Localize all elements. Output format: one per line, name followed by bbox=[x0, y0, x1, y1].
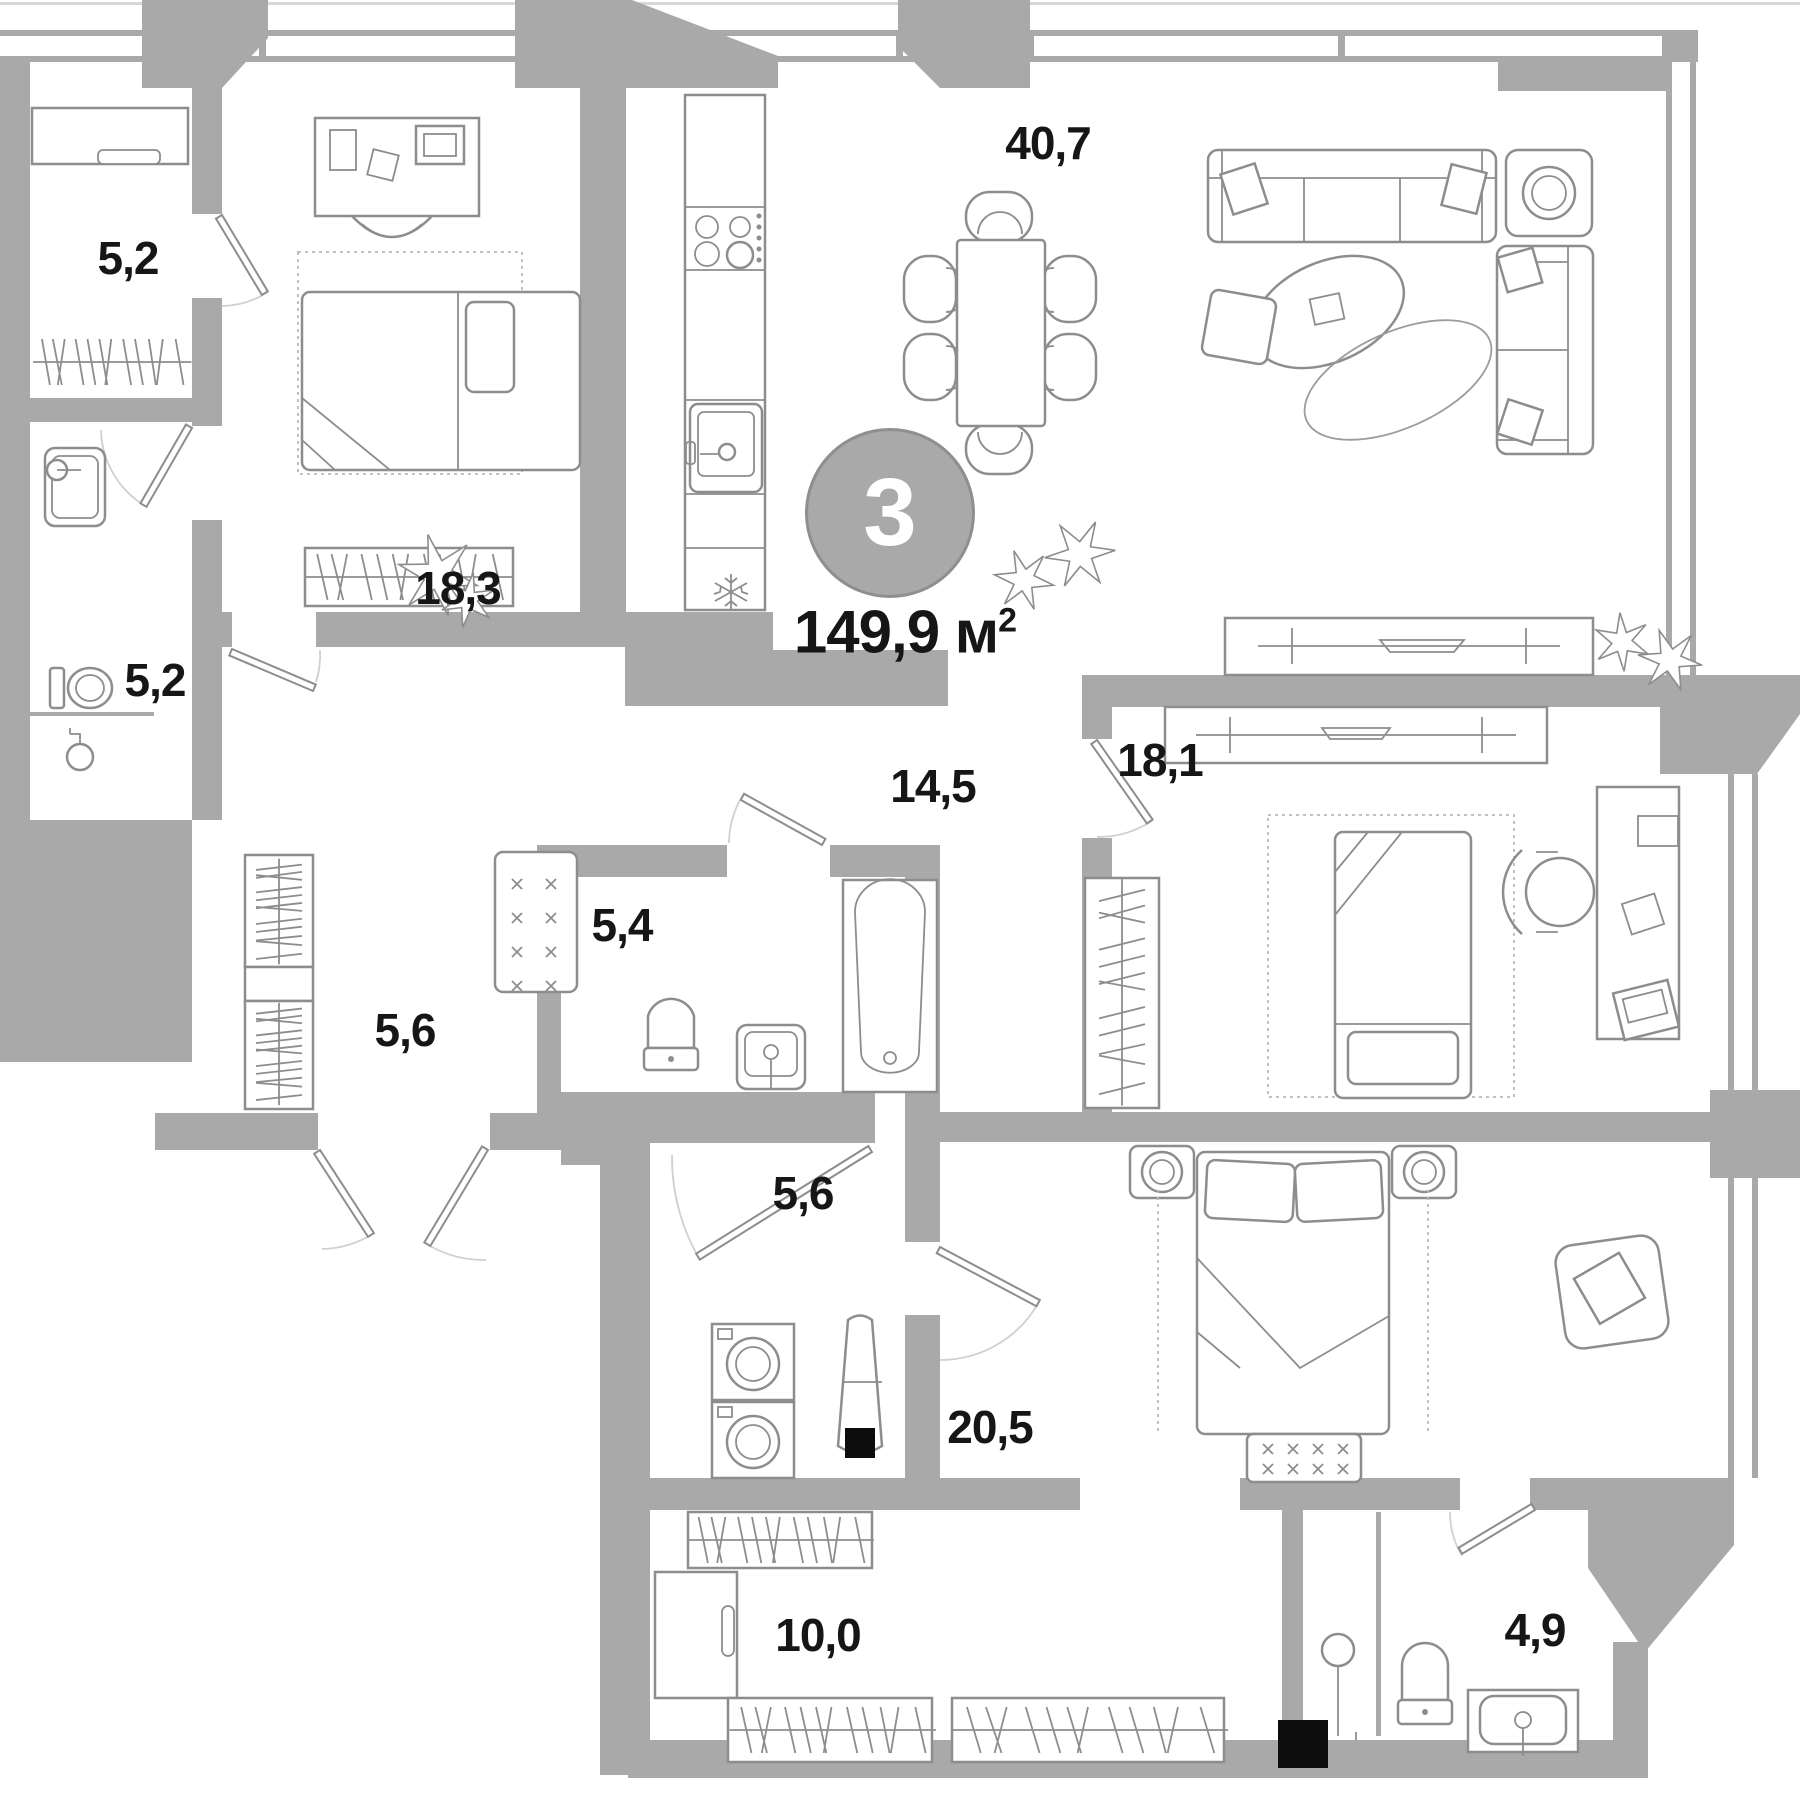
chair-icon bbox=[351, 215, 433, 239]
bed-icon bbox=[300, 290, 582, 472]
washer-icon bbox=[710, 1322, 796, 1402]
door-icon bbox=[1457, 1502, 1537, 1556]
bed-icon bbox=[1333, 830, 1473, 1100]
bedroom2-furniture bbox=[1083, 705, 1681, 1110]
toilet-icon bbox=[1396, 1641, 1454, 1726]
closet-shelf-icon bbox=[30, 106, 193, 386]
sink-icon bbox=[1466, 1688, 1580, 1756]
room-area-label-bedroom-3: 20,5 bbox=[947, 1401, 1034, 1453]
entry-door-icon bbox=[422, 1145, 490, 1248]
desk-icon bbox=[313, 116, 481, 218]
total-area-value: 149,9 bbox=[793, 598, 940, 666]
bathtub-icon bbox=[841, 878, 939, 1094]
dining-table-icon bbox=[902, 190, 1098, 476]
bedroom3-furniture bbox=[1128, 1144, 1670, 1484]
pouf-icon bbox=[1200, 288, 1278, 366]
stove-icon bbox=[694, 213, 762, 270]
room-area-label-bedroom-2: 18,1 bbox=[1117, 734, 1204, 786]
bench-icon bbox=[493, 850, 579, 994]
walkin-wardrobe-furniture bbox=[653, 1510, 1230, 1764]
rug-oval bbox=[1303, 319, 1493, 441]
door-icon bbox=[214, 213, 270, 297]
toilet-icon bbox=[642, 997, 700, 1072]
door-icon bbox=[935, 1245, 1042, 1308]
shower-icon bbox=[65, 728, 95, 772]
double-bed-icon bbox=[1195, 1150, 1391, 1436]
room-area-label-laundry: 5,6 bbox=[772, 1167, 835, 1219]
room-area-label-hallway: 5,6 bbox=[374, 1004, 437, 1056]
armchair-icon bbox=[1554, 1234, 1670, 1350]
bench-icon bbox=[1245, 1432, 1363, 1484]
bathroom-master-fixtures bbox=[1278, 1632, 1580, 1768]
wardrobe-icon bbox=[243, 853, 315, 1111]
room-area-label-bedroom-1: 18,3 bbox=[415, 562, 502, 614]
living-room-furniture bbox=[988, 148, 1709, 701]
entry-door-icon bbox=[312, 1148, 376, 1239]
desk-chair-icon bbox=[1501, 849, 1596, 935]
room-area-label-bathroom-center: 5,4 bbox=[591, 899, 654, 951]
sink-icon bbox=[43, 446, 107, 528]
toilet-icon bbox=[48, 666, 114, 710]
room-area-label-walkin-wardrobe: 10,0 bbox=[775, 1609, 862, 1661]
side-table-lamp-icon bbox=[1504, 148, 1594, 238]
room-area-label-kitchen-living: 40,7 bbox=[1005, 117, 1092, 169]
tv-console-icon bbox=[1163, 705, 1549, 765]
kitchen-sink-icon bbox=[685, 402, 764, 494]
door-icon bbox=[694, 1144, 874, 1261]
partition-line bbox=[30, 712, 154, 716]
total-area-sup: 2 bbox=[998, 601, 1017, 640]
sink-icon bbox=[735, 1023, 807, 1091]
nightstand-icon bbox=[1128, 1144, 1196, 1200]
total-area-unit: м bbox=[939, 598, 999, 666]
kitchen-cabinets bbox=[683, 93, 767, 612]
wardrobe-icon bbox=[1083, 875, 1161, 1110]
door-icon bbox=[227, 647, 318, 693]
nightstand-icon bbox=[1390, 1144, 1458, 1200]
fridge-snowflake-icon bbox=[713, 574, 749, 610]
room-area-label-bathroom-left: 5,2 bbox=[124, 654, 187, 706]
rug bbox=[1157, 1190, 1429, 1434]
door-icon bbox=[1089, 738, 1155, 825]
tv-console-icon bbox=[1223, 616, 1595, 677]
bathroom-center-fixtures bbox=[642, 878, 939, 1094]
ironing-board-icon bbox=[836, 1314, 884, 1458]
room-area-label-wardrobe-top-left: 5,2 bbox=[97, 232, 160, 284]
bedroom1-furniture bbox=[297, 116, 582, 637]
total-area-label: 149,9 м2 bbox=[793, 598, 1017, 667]
room-area-label-bathroom-master: 4,9 bbox=[1504, 1604, 1567, 1656]
dresser-icon bbox=[653, 1570, 739, 1700]
room-area-label-hall: 14,5 bbox=[890, 760, 977, 812]
desk-icon bbox=[1595, 785, 1681, 1042]
door-icon bbox=[739, 792, 827, 847]
rug bbox=[297, 251, 523, 475]
loveseat-icon bbox=[1495, 244, 1595, 456]
sofa-icon bbox=[1206, 148, 1498, 244]
door-icon bbox=[139, 423, 194, 509]
doors bbox=[100, 213, 1537, 1557]
plant-icon bbox=[1584, 605, 1660, 679]
hallway-furniture bbox=[243, 850, 579, 1111]
laundry-furniture bbox=[710, 1314, 884, 1480]
ventilation-shaft bbox=[1278, 1720, 1328, 1768]
rooms-count-badge: 3 bbox=[805, 428, 975, 598]
washer-icon bbox=[710, 1400, 796, 1480]
